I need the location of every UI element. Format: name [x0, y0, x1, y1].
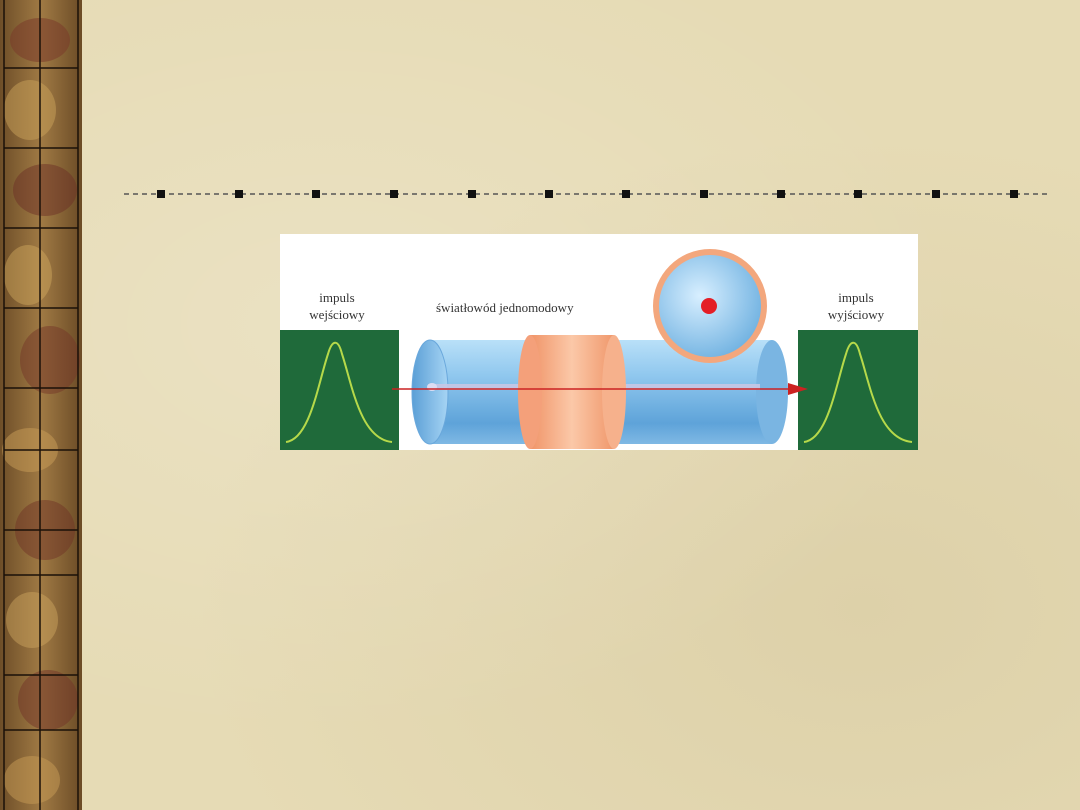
output-pulse-label-line1: impuls: [838, 290, 873, 305]
input-pulse-panel: [280, 330, 399, 450]
fiber-jacket-band: [518, 335, 626, 449]
input-pulse-label-line1: impuls: [319, 290, 354, 305]
input-gaussian-pulse: [285, 341, 393, 443]
divider-marker: [932, 190, 940, 198]
divider-marker: [157, 190, 165, 198]
fiber-type-label: światłowód jednomodowy: [436, 300, 574, 315]
signal-arrow: [392, 383, 808, 395]
output-pulse-label-line2: wyjściowy: [828, 307, 885, 322]
output-pulse-panel: [798, 330, 918, 450]
divider-marker: [312, 190, 320, 198]
output-gaussian-pulse: [803, 341, 913, 443]
input-pulse-label-line2: wejściowy: [309, 307, 365, 322]
divider-marker: [854, 190, 862, 198]
divider-marker: [390, 190, 398, 198]
divider-marker: [777, 190, 785, 198]
divider-marker: [235, 190, 243, 198]
decorative-side-border: [0, 0, 82, 810]
divider-marker: [1010, 190, 1018, 198]
divider-marker: [468, 190, 476, 198]
divider-marker: [622, 190, 630, 198]
divider-marker: [545, 190, 553, 198]
fiber-cross-section: [653, 249, 767, 363]
dotted-divider-line: [124, 186, 1048, 202]
divider-marker: [700, 190, 708, 198]
single-mode-fiber-diagram: impuls wejściowy światłowód jednomodowy …: [280, 234, 918, 450]
fiber-core-spot: [701, 298, 717, 314]
